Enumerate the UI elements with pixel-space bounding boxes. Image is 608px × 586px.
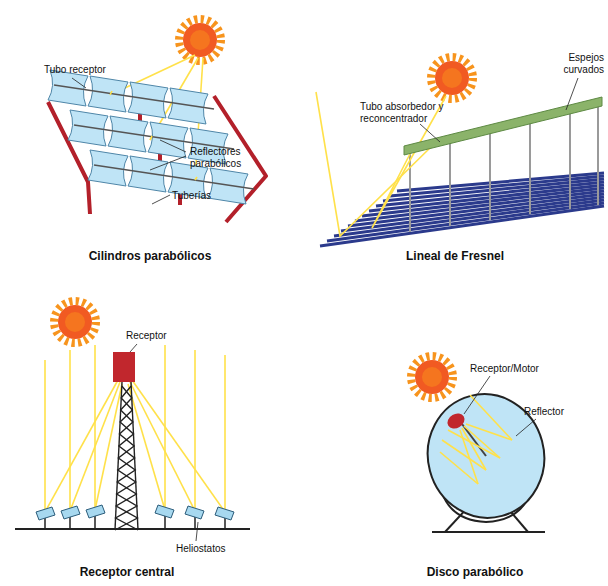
parabolic-trough <box>48 19 266 222</box>
part-label: Receptor/Motor <box>470 363 560 375</box>
parabolic-dish <box>411 356 558 532</box>
part-label: Espejos curvados <box>546 52 604 75</box>
part-label: Tubo receptor <box>44 64 124 76</box>
central-receiver <box>15 301 250 541</box>
part-label: Heliostatos <box>176 543 246 555</box>
section-title: Disco parabólico <box>375 566 575 580</box>
section-title: Lineal de Fresnel <box>355 250 555 264</box>
part-label: Reflector <box>524 406 594 418</box>
part-label: Reflectores parabólicos <box>190 146 256 169</box>
linear-fresnel <box>316 57 604 246</box>
part-label: Receptor <box>126 330 186 342</box>
part-label: Tubo absorbedor y reconcentrador <box>360 101 464 124</box>
part-label: Tuberías <box>172 190 232 202</box>
section-title: Cilindros parabólicos <box>50 250 250 264</box>
section-title: Receptor central <box>27 566 227 580</box>
